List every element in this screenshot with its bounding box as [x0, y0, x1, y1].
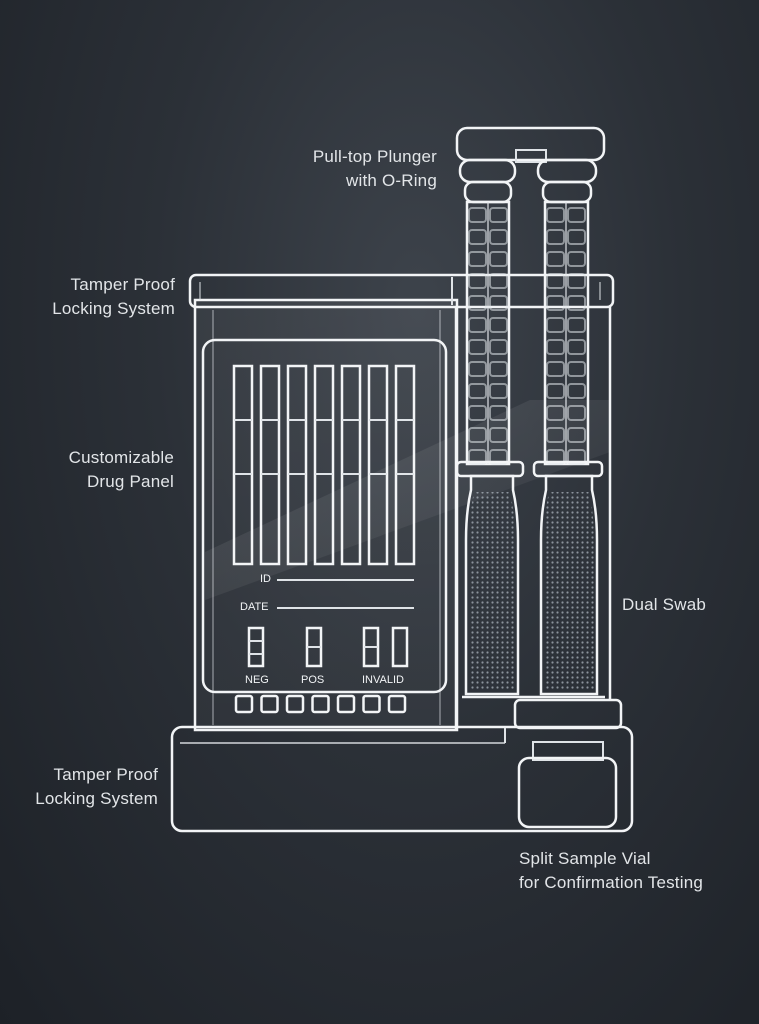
shaft-ridge — [567, 251, 586, 267]
shaft-ridge — [468, 317, 487, 333]
shaft-ridge — [567, 207, 586, 223]
shaft-ridge — [489, 339, 508, 355]
glass-shine — [205, 400, 610, 600]
bottom-tab — [387, 694, 407, 714]
bottom-tab — [311, 694, 330, 714]
test-strip — [313, 364, 335, 566]
callout-drug-panel-line1: Customizable — [68, 448, 174, 467]
callout-dual-swab-line1: Dual Swab — [622, 595, 707, 614]
callout-split-vial-line2: for Confirmation Testing — [519, 873, 704, 892]
shaft-ridge — [567, 361, 586, 377]
shaft-ridge — [468, 273, 487, 289]
shaft-ridge — [468, 251, 487, 267]
shaft-ridge — [468, 361, 487, 377]
bottom-tab — [260, 694, 279, 714]
dual-swab-vials — [462, 474, 605, 699]
top-lid — [188, 273, 615, 309]
shaft-ridge — [489, 361, 508, 377]
result-label-neg: NEG — [245, 674, 269, 686]
result-window-invalid — [362, 626, 409, 668]
test-strips — [232, 364, 416, 566]
callout-plunger-line2: with O-Ring — [345, 171, 437, 190]
shaft-ridge — [546, 383, 565, 399]
callout-lock-bottom-line2: Locking System — [35, 789, 158, 808]
panel-id-label: ID — [260, 573, 271, 585]
shaft-ridge — [468, 339, 487, 355]
shaft-ridge — [546, 273, 565, 289]
callout-split-vial: Split Sample Vial for Confirmation Testi… — [519, 847, 703, 895]
shaft-ridge — [468, 405, 487, 421]
base-lock — [170, 698, 634, 833]
callout-lock-bottom-line1: Tamper Proof — [53, 765, 158, 784]
shaft-ridge — [489, 207, 508, 223]
bottom-tabs — [234, 694, 407, 714]
shaft-ridge — [468, 207, 487, 223]
shaft-ridge — [489, 229, 508, 245]
split-sample-vial — [517, 756, 618, 829]
shaft-ridge — [546, 361, 565, 377]
plunger-cap — [455, 126, 606, 204]
result-label-pos: POS — [301, 674, 324, 686]
test-strip — [340, 364, 362, 566]
shaft-ridge — [567, 383, 586, 399]
callout-split-vial-line1: Split Sample Vial — [519, 849, 651, 868]
bottom-tab — [362, 694, 381, 714]
bottom-tab — [234, 694, 254, 714]
shaft-ridge — [489, 383, 508, 399]
callout-drug-panel: Customizable Drug Panel — [69, 446, 174, 494]
shaft-ridge — [546, 229, 565, 245]
shaft-ridge — [468, 229, 487, 245]
shaft-ridge — [567, 229, 586, 245]
callout-lock-top-line1: Tamper Proof — [70, 275, 175, 294]
shaft-ridge — [468, 383, 487, 399]
callout-lock-top: Tamper Proof Locking System — [52, 273, 175, 321]
shaft-ridge — [489, 317, 508, 333]
callout-lock-top-line2: Locking System — [52, 299, 175, 318]
bottom-tab — [285, 694, 305, 714]
shaft-ridge — [546, 317, 565, 333]
test-strip — [367, 364, 389, 566]
drug-panel-card: ID DATE NEG POS INVALID — [201, 338, 448, 694]
result-label-invalid: INVALID — [362, 674, 404, 686]
panel-date-label: DATE — [240, 601, 269, 613]
result-window-pos — [305, 626, 323, 668]
callout-drug-panel-line2: Drug Panel — [86, 472, 174, 491]
shaft-ridge — [567, 273, 586, 289]
shaft-ridge — [546, 251, 565, 267]
shaft-ridge — [468, 295, 487, 311]
shaft-ridge — [546, 207, 565, 223]
shaft-ridge — [567, 295, 586, 311]
callout-plunger: Pull-top Plunger with O-Ring — [313, 145, 437, 193]
shaft-ridge — [489, 251, 508, 267]
result-window-neg — [247, 626, 265, 668]
shaft-ridge — [546, 339, 565, 355]
shaft-ridge — [567, 339, 586, 355]
bottom-tab — [336, 694, 356, 714]
swab-housing — [454, 307, 612, 730]
shaft-ridge — [567, 317, 586, 333]
shaft-ridge — [489, 295, 508, 311]
shaft-ridge — [546, 295, 565, 311]
callout-dual-swab: Dual Swab — [622, 593, 706, 617]
callout-lock-bottom: Tamper Proof Locking System — [35, 763, 158, 811]
callout-plunger-line1: Pull-top Plunger — [312, 147, 437, 166]
shaft-ridge — [489, 273, 508, 289]
